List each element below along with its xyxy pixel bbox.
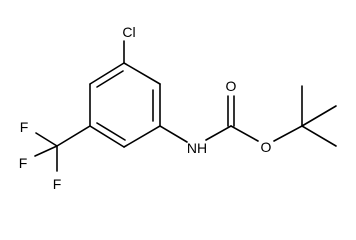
fluorine-bottom-label: F — [53, 176, 62, 192]
fluorine-left-label: F — [19, 155, 28, 171]
ring-bond-c4-c5 — [89, 125, 125, 148]
benzene-ring — [89, 62, 161, 148]
chlorine-atom-label: Cl — [122, 24, 135, 40]
bond-ester-oxygen-tert-carbon — [273, 125, 303, 142]
carbonyl-oxygen-label: O — [226, 78, 237, 94]
ring-bond-c3-c4 — [123, 125, 161, 148]
nh-atom-label: NH — [187, 140, 207, 156]
ring-inner-double-bond-c — [96, 70, 124, 88]
ring-bond-c6-c1 — [89, 62, 125, 85]
bond-cf3-fluorine-left — [34, 145, 58, 157]
bond-tert-butyl-methyl-right-lower — [301, 125, 337, 147]
ester-oxygen-label: O — [261, 139, 272, 155]
fluorine-top-label: F — [20, 119, 29, 135]
bond-cf3-fluorine-top — [35, 132, 58, 147]
bond-ring-nitrogen — [159, 125, 188, 143]
chemical-structure-diagram: Cl NH O O F F F — [19, 24, 337, 192]
ring-inner-double-bond-b — [96, 122, 126, 141]
bond-tert-butyl-methyl-right-upper — [301, 105, 337, 127]
bond-nitrogen-carbonyl-carbon — [205, 125, 232, 141]
ring-bond-c1-c2 — [123, 62, 161, 85]
bond-ring-cf3-carbon — [56, 125, 91, 147]
bond-carbonyl-carbon-ester-oxygen — [230, 125, 259, 142]
